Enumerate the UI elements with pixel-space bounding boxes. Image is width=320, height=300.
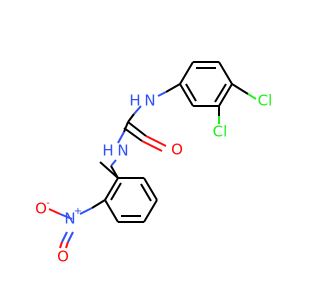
nh-bottom-n-label: N bbox=[117, 142, 128, 160]
bond bbox=[61, 231, 68, 243]
bond bbox=[59, 241, 63, 249]
bond bbox=[91, 199, 106, 209]
nitro-oxygen-label: O bbox=[35, 200, 47, 218]
bond bbox=[65, 241, 69, 249]
bond bbox=[123, 127, 143, 142]
bond bbox=[110, 159, 117, 167]
bond bbox=[59, 213, 73, 220]
bond bbox=[145, 135, 167, 147]
bond bbox=[104, 199, 119, 223]
bond bbox=[133, 105, 142, 115]
nh-bottom-h-label: H bbox=[102, 142, 113, 160]
bond bbox=[48, 208, 61, 215]
bond bbox=[79, 207, 93, 215]
bond bbox=[143, 177, 158, 201]
nitrotolyl-ring bbox=[104, 177, 158, 223]
bond bbox=[141, 140, 163, 152]
nitro-nitrogen-charge: + bbox=[74, 206, 82, 217]
bond bbox=[179, 61, 194, 85]
bond bbox=[127, 113, 135, 123]
bond bbox=[143, 199, 158, 223]
nitro-oxygen-charge: - bbox=[46, 198, 50, 209]
bond bbox=[104, 177, 119, 201]
bond bbox=[67, 231, 74, 243]
nitro-oxygen-double-label: O bbox=[57, 248, 69, 266]
bond bbox=[247, 93, 257, 100]
bond bbox=[179, 83, 194, 107]
bond bbox=[218, 61, 233, 85]
dichlorophenyl-ring bbox=[179, 61, 233, 107]
bond bbox=[110, 182, 122, 201]
bond bbox=[165, 83, 181, 93]
nitro-nitrogen-label: N bbox=[64, 210, 75, 228]
molecule-canvas: N H N H O Cl Cl N + O - O bbox=[35, 61, 273, 266]
carbonyl-oxygen-label: O bbox=[171, 141, 183, 159]
bond bbox=[157, 91, 167, 97]
bond bbox=[127, 121, 147, 137]
nh-top-h-label: H bbox=[129, 92, 140, 110]
bond bbox=[185, 83, 197, 102]
structure-diagram: N H N H O Cl Cl N + O - O bbox=[35, 61, 273, 266]
nh-top-n-label: N bbox=[144, 92, 155, 110]
bond bbox=[214, 83, 227, 103]
bond bbox=[117, 131, 125, 144]
chlorine-lower-label: Cl bbox=[213, 123, 228, 141]
bond bbox=[123, 121, 129, 133]
bond bbox=[99, 161, 119, 179]
bond bbox=[231, 83, 249, 95]
chlorine-upper-label: Cl bbox=[258, 92, 273, 110]
bond bbox=[218, 83, 233, 107]
bond bbox=[140, 183, 152, 202]
